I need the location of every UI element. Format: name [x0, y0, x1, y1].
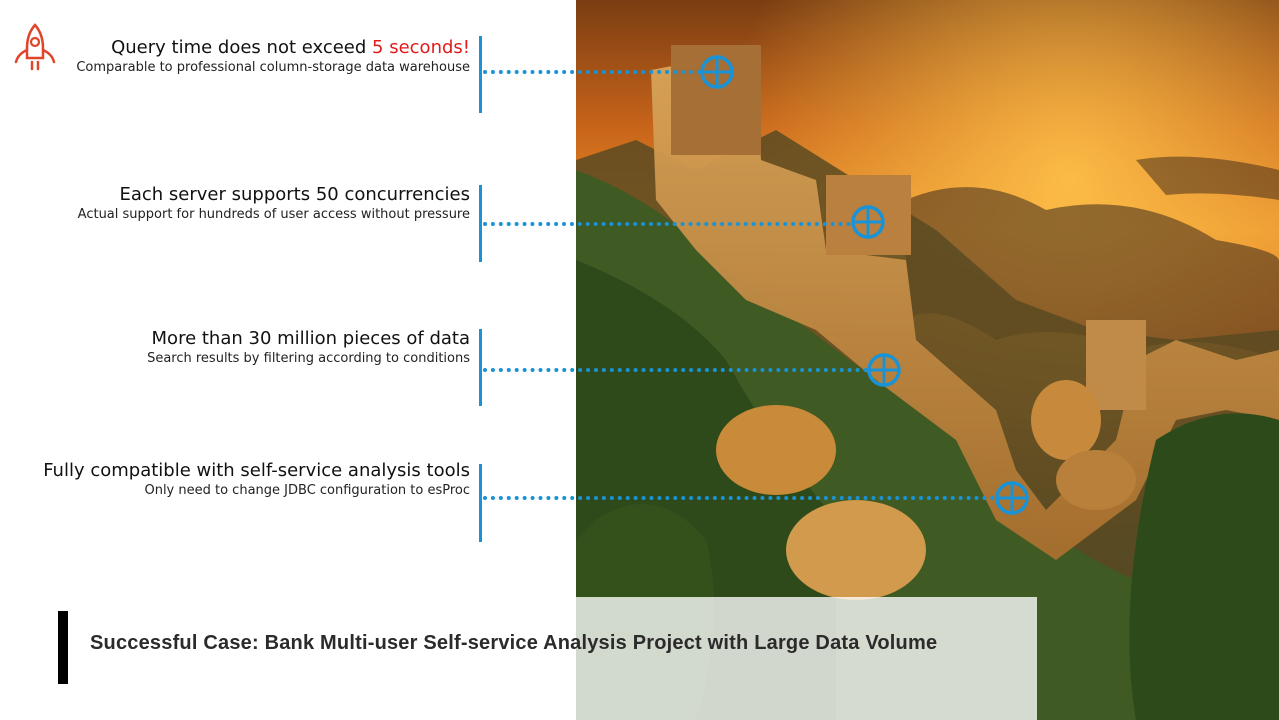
divider-bar [479, 185, 482, 262]
dotted-connector [483, 70, 701, 74]
crosshair-target-icon [867, 353, 901, 387]
caption-accent-bar [58, 611, 68, 684]
divider-bar [479, 36, 482, 113]
feature-subtitle: Only need to change JDBC configuration t… [144, 483, 470, 498]
feature-title: Each server supports 50 concurrencies [119, 184, 470, 205]
divider-bar [479, 329, 482, 406]
feature-item-concurrency: Each server supports 50 concurrencies Ac… [78, 184, 470, 223]
crosshair-target-icon [851, 205, 885, 239]
feature-item-query-time: Query time does not exceed 5 seconds! Co… [76, 37, 470, 76]
divider-bar [479, 464, 482, 542]
feature-item-compatibility: Fully compatible with self-service analy… [43, 460, 470, 499]
feature-title: Query time does not exceed 5 seconds! [111, 37, 470, 58]
dotted-connector [483, 222, 851, 226]
feature-subtitle: Comparable to professional column-storag… [76, 60, 470, 75]
feature-title: More than 30 million pieces of data [151, 328, 470, 349]
feature-item-data-volume: More than 30 million pieces of data Sear… [147, 328, 470, 367]
highlight-text: 5 seconds! [372, 37, 470, 58]
crosshair-target-icon [700, 55, 734, 89]
dotted-connector [483, 368, 868, 372]
feature-subtitle: Search results by filtering according to… [147, 351, 470, 366]
great-wall-photo [576, 0, 1279, 720]
rocket-icon [12, 22, 58, 74]
crosshair-target-icon [995, 481, 1029, 515]
feature-title: Fully compatible with self-service analy… [43, 460, 470, 481]
dotted-connector [483, 496, 995, 500]
caption-title: Successful Case: Bank Multi-user Self-se… [90, 632, 938, 654]
caption-backdrop [576, 597, 1037, 720]
feature-subtitle: Actual support for hundreds of user acce… [77, 207, 470, 222]
